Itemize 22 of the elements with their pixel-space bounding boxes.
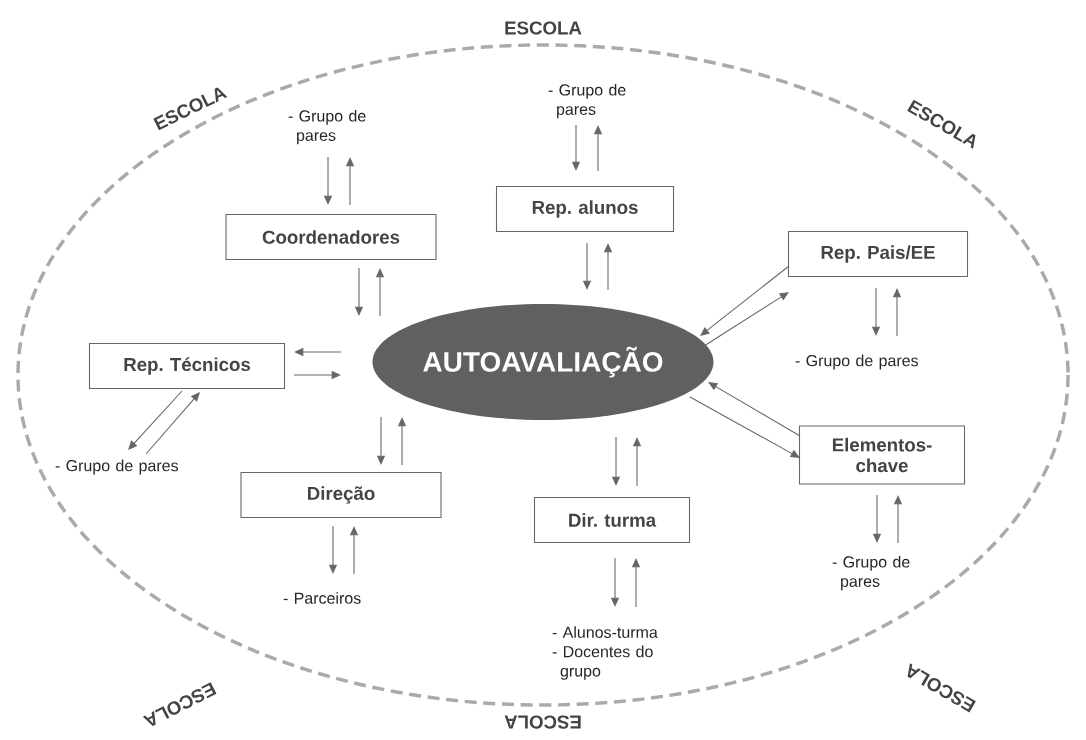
arrow [128,390,183,450]
group-text: - Grupo de pares [288,109,366,145]
group-text: - Grupo de pares [832,555,910,591]
participant-box: Direção [240,471,442,519]
participant-box: Rep. Técnicos [88,342,286,390]
arrow [700,265,790,336]
arrow [145,392,200,455]
group-text: - Grupo de pares [795,354,918,370]
boundary-label: ESCOLA [505,21,582,35]
boundary-label: ESCOLA [504,715,581,729]
participant-box: Dir. turma [533,496,691,544]
participant-box: Rep. Pais/EE [787,230,969,278]
group-text: - Grupo de pares [55,459,178,475]
group-text: - Alunos-turma - Docentes do grupo [552,626,658,680]
arrow [703,292,789,347]
participant-box: Elementos-chave [798,425,966,485]
group-text: - Grupo de pares [548,83,626,119]
arrow [708,382,801,437]
participant-box: Coordenadores [225,213,437,261]
group-text: - Parceiros [283,592,361,604]
arrow [689,396,800,458]
participant-box: Rep. alunos [495,185,675,233]
